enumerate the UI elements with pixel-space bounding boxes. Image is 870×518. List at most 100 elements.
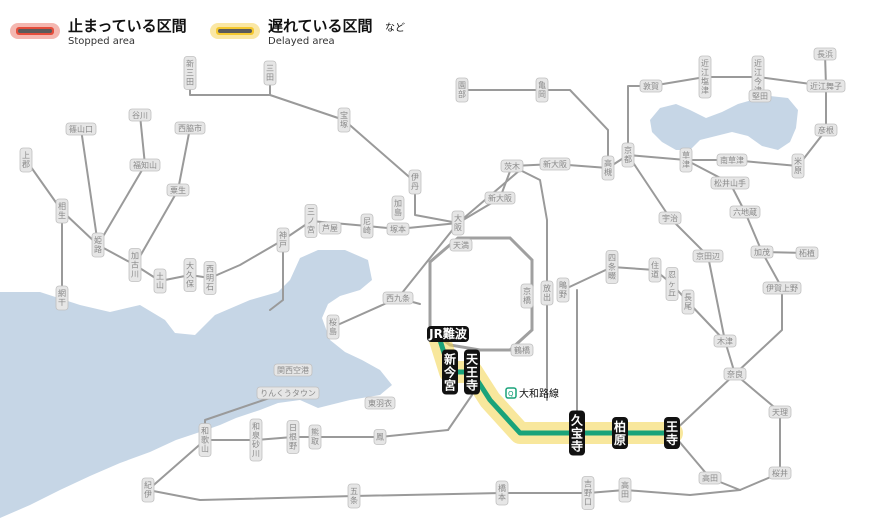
station-68[interactable]: 和歌山 (198, 423, 212, 457)
station-38[interactable]: 奈良 (723, 367, 747, 381)
station-27[interactable]: 西九条 (382, 291, 414, 305)
station-28[interactable]: 桜島 (326, 314, 340, 340)
station-45[interactable]: 米原 (791, 153, 805, 179)
station-7[interactable]: 上郡 (19, 147, 33, 173)
station-label-char: 熊 (311, 427, 319, 437)
station-51[interactable]: 彦根 (814, 123, 838, 137)
station-label: 京田辺 (696, 251, 720, 261)
highlight-station-0[interactable]: JR難波 (427, 326, 469, 342)
highlight-station-2[interactable]: 天王寺 (464, 349, 480, 395)
station-label-char: 津 (701, 85, 709, 95)
station-label-char: 日 (289, 424, 297, 433)
highlight-station-label: JR難波 (428, 326, 468, 341)
station-75[interactable]: 吉野口 (581, 476, 595, 510)
station-40[interactable]: 高槻 (601, 155, 615, 181)
station-24[interactable]: 大阪 (451, 210, 465, 236)
station-41[interactable]: 茨木 (500, 159, 524, 173)
station-25[interactable]: 京橋 (520, 283, 534, 309)
station-72[interactable]: 紀伊 (141, 477, 155, 503)
station-label: 木津 (717, 336, 733, 346)
station-11[interactable]: 加古川 (128, 248, 142, 282)
station-50[interactable]: 堅田 (748, 89, 772, 103)
station-73[interactable]: 五条 (347, 483, 361, 509)
station-2[interactable]: 宝塚 (337, 107, 351, 133)
station-44[interactable]: 南草津 (716, 153, 748, 167)
highlight-station-3[interactable]: 久宝寺 (569, 410, 585, 456)
station-label-char: 島 (329, 326, 337, 336)
station-57[interactable]: 伊賀上野 (762, 281, 802, 295)
station-39[interactable]: 新大阪 (539, 157, 571, 171)
station-26[interactable]: 天満 (449, 238, 473, 252)
station-1[interactable]: 三田 (263, 60, 277, 86)
station-62[interactable]: 桜井 (768, 466, 792, 480)
station-66[interactable]: 東羽衣 (364, 396, 396, 410)
station-33[interactable]: 住道 (648, 257, 662, 283)
station-label-char: 郡 (22, 159, 30, 169)
station-65[interactable]: りんくうタウン (256, 386, 320, 400)
station-label-char: 土 (156, 271, 164, 281)
station-16[interactable]: 神戸 (276, 227, 290, 253)
highlight-station-char: 原 (614, 433, 626, 447)
station-34[interactable]: 忍ヶ丘 (665, 267, 679, 301)
station-61[interactable]: 高田 (698, 471, 722, 485)
station-3[interactable]: 篠山口 (65, 122, 97, 136)
station-19[interactable]: 尼崎 (360, 213, 374, 239)
station-30[interactable]: 放出 (540, 280, 554, 306)
station-52[interactable]: 園部 (455, 77, 469, 103)
station-56[interactable]: 加茂 (750, 245, 774, 259)
station-label: 西九条 (386, 293, 410, 303)
station-71[interactable]: 熊取 (308, 424, 322, 450)
station-13[interactable]: 土山 (153, 268, 167, 294)
station-18[interactable]: 芦屋 (318, 221, 342, 235)
station-22[interactable]: 加島 (391, 195, 405, 221)
station-21[interactable]: 伊丹 (408, 169, 422, 195)
station-label-char: 歌 (201, 435, 209, 445)
station-43[interactable]: 草津 (679, 147, 693, 173)
station-64[interactable]: 関西空港 (273, 363, 313, 377)
station-12[interactable]: 粟生 (166, 183, 190, 197)
legend-delayed: 遅れている区間 など Delayed area (210, 17, 405, 47)
station-17[interactable]: 三ノ宮 (304, 204, 318, 238)
station-58[interactable]: 宇治 (658, 211, 682, 225)
station-55[interactable]: 柘植 (795, 246, 819, 260)
station-6[interactable]: 福知山 (129, 158, 161, 172)
station-29[interactable]: 鶴橋 (510, 343, 534, 357)
station-label: 近江舞子 (810, 81, 842, 91)
station-9[interactable]: 網干 (55, 285, 69, 311)
station-53[interactable]: 亀岡 (535, 77, 549, 103)
station-63[interactable]: 天理 (768, 405, 792, 419)
station-15[interactable]: 西明石 (203, 261, 217, 295)
station-20[interactable]: 塚本 (386, 222, 410, 236)
station-4[interactable]: 谷川 (128, 108, 152, 122)
highlight-station-char: 寺 (666, 432, 678, 447)
station-5[interactable]: 西脇市 (174, 121, 206, 135)
station-label: 南草津 (720, 155, 744, 165)
highlight-station-5[interactable]: 王寺 (664, 417, 680, 449)
station-37[interactable]: 木津 (713, 334, 737, 348)
highlight-station-4[interactable]: 柏原 (612, 417, 628, 449)
station-14[interactable]: 大久保 (183, 258, 197, 292)
station-59[interactable]: 六地蔵 (729, 205, 761, 219)
station-8[interactable]: 相生 (55, 198, 69, 224)
station-76[interactable]: 高田 (618, 477, 632, 503)
station-35[interactable]: 長尾 (681, 289, 695, 315)
highlight-station-1[interactable]: 新今宮 (442, 349, 458, 395)
station-42[interactable]: 京都 (621, 142, 635, 168)
station-60[interactable]: 京田辺 (692, 249, 724, 263)
station-36[interactable]: 松井山手 (710, 176, 750, 190)
station-54[interactable]: 敦賀 (639, 79, 663, 93)
station-32[interactable]: 四条畷 (605, 250, 619, 284)
station-label-char: 島 (394, 207, 402, 217)
station-10[interactable]: 姫路 (91, 232, 105, 258)
station-67[interactable]: 鳳 (373, 429, 387, 445)
station-31[interactable]: 鴫野 (556, 277, 570, 303)
station-49[interactable]: 近江舞子 (806, 79, 846, 93)
station-label: 伊賀上野 (766, 283, 798, 293)
station-74[interactable]: 橋本 (495, 480, 509, 506)
station-46[interactable]: 長浜 (813, 47, 837, 61)
station-70[interactable]: 日根野 (286, 420, 300, 454)
station-0[interactable]: 新三田 (183, 56, 197, 90)
station-23[interactable]: 新大阪 (484, 191, 516, 205)
